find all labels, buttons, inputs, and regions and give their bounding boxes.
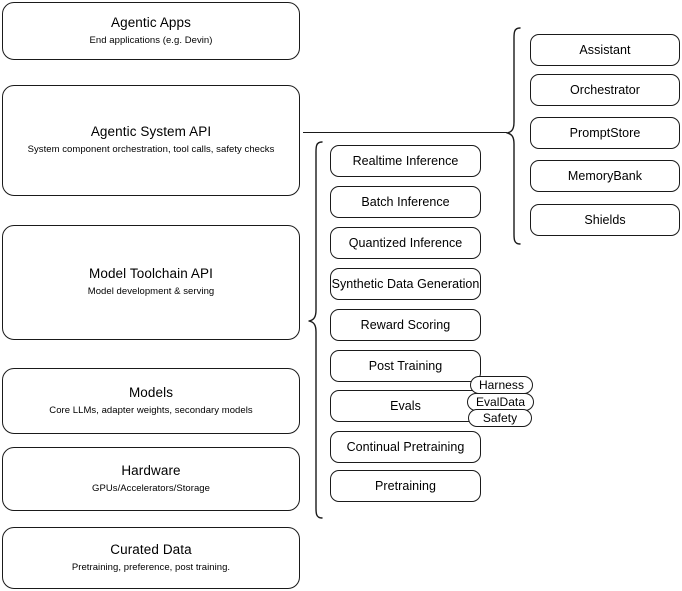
layer-hardware[interactable]: Hardware GPUs/Accelerators/Storage (2, 447, 300, 511)
brace-system-components (504, 26, 522, 246)
layer-model-toolchain-api[interactable]: Model Toolchain API Model development & … (2, 225, 300, 340)
capability-quantized-inference[interactable]: Quantized Inference (330, 227, 481, 259)
component-label: PromptStore (569, 126, 641, 140)
layer-subtitle: Pretraining, preference, post training. (71, 561, 231, 573)
capability-label: Realtime Inference (352, 154, 459, 168)
layer-title: Model Toolchain API (89, 266, 213, 282)
layer-curated-data[interactable]: Curated Data Pretraining, preference, po… (2, 527, 300, 589)
layer-title: Models (128, 384, 174, 400)
capability-pretraining[interactable]: Pretraining (330, 470, 481, 502)
layer-subtitle: GPUs/Accelerators/Storage (92, 482, 210, 494)
component-label: Assistant (579, 43, 631, 57)
capability-label: Continual Pretraining (346, 440, 465, 454)
layer-agentic-apps[interactable]: Agentic Apps End applications (e.g. Devi… (2, 2, 300, 60)
capability-label: Post Training (368, 359, 443, 373)
component-orchestrator[interactable]: Orchestrator (530, 74, 680, 106)
capability-evals[interactable]: Evals (330, 390, 481, 422)
component-label: Orchestrator (569, 83, 641, 97)
capability-synthetic-data-generation[interactable]: Synthetic Data Generation (330, 268, 481, 300)
layer-subtitle: System component orchestration, tool cal… (27, 144, 275, 156)
brace-model-toolchain (306, 140, 324, 520)
component-promptstore[interactable]: PromptStore (530, 117, 680, 149)
connector-system-api-to-components (303, 132, 507, 134)
capability-continual-pretraining[interactable]: Continual Pretraining (330, 431, 481, 463)
badge-label: Harness (478, 378, 525, 392)
capability-label: Pretraining (375, 479, 436, 493)
layer-subtitle: Model development & serving (87, 286, 215, 298)
layer-subtitle: Core LLMs, adapter weights, secondary mo… (49, 404, 253, 416)
layer-title: Curated Data (110, 541, 192, 557)
badge-safety[interactable]: Safety (468, 409, 532, 427)
capability-post-training[interactable]: Post Training (330, 350, 481, 382)
layer-title: Hardware (121, 462, 181, 478)
badge-label: Safety (482, 411, 518, 425)
component-memorybank[interactable]: MemoryBank (530, 160, 680, 192)
capability-label: Quantized Inference (348, 236, 463, 250)
capability-realtime-inference[interactable]: Realtime Inference (330, 145, 481, 177)
component-label: MemoryBank (567, 169, 643, 183)
layer-subtitle: End applications (e.g. Devin) (89, 34, 213, 46)
layer-agentic-system-api[interactable]: Agentic System API System component orch… (2, 85, 300, 196)
capability-label: Batch Inference (361, 195, 450, 209)
capability-label: Synthetic Data Generation (331, 277, 480, 291)
capability-label: Reward Scoring (360, 318, 451, 332)
component-label: Shields (584, 213, 626, 227)
layer-title: Agentic System API (90, 124, 212, 140)
component-shields[interactable]: Shields (530, 204, 680, 236)
layer-models[interactable]: Models Core LLMs, adapter weights, secon… (2, 368, 300, 434)
layer-title: Agentic Apps (110, 14, 191, 30)
capability-label: Evals (390, 399, 421, 413)
badge-harness[interactable]: Harness (470, 376, 533, 394)
component-assistant[interactable]: Assistant (530, 34, 680, 66)
capability-reward-scoring[interactable]: Reward Scoring (330, 309, 481, 341)
capability-batch-inference[interactable]: Batch Inference (330, 186, 481, 218)
badge-label: EvalData (475, 395, 526, 409)
